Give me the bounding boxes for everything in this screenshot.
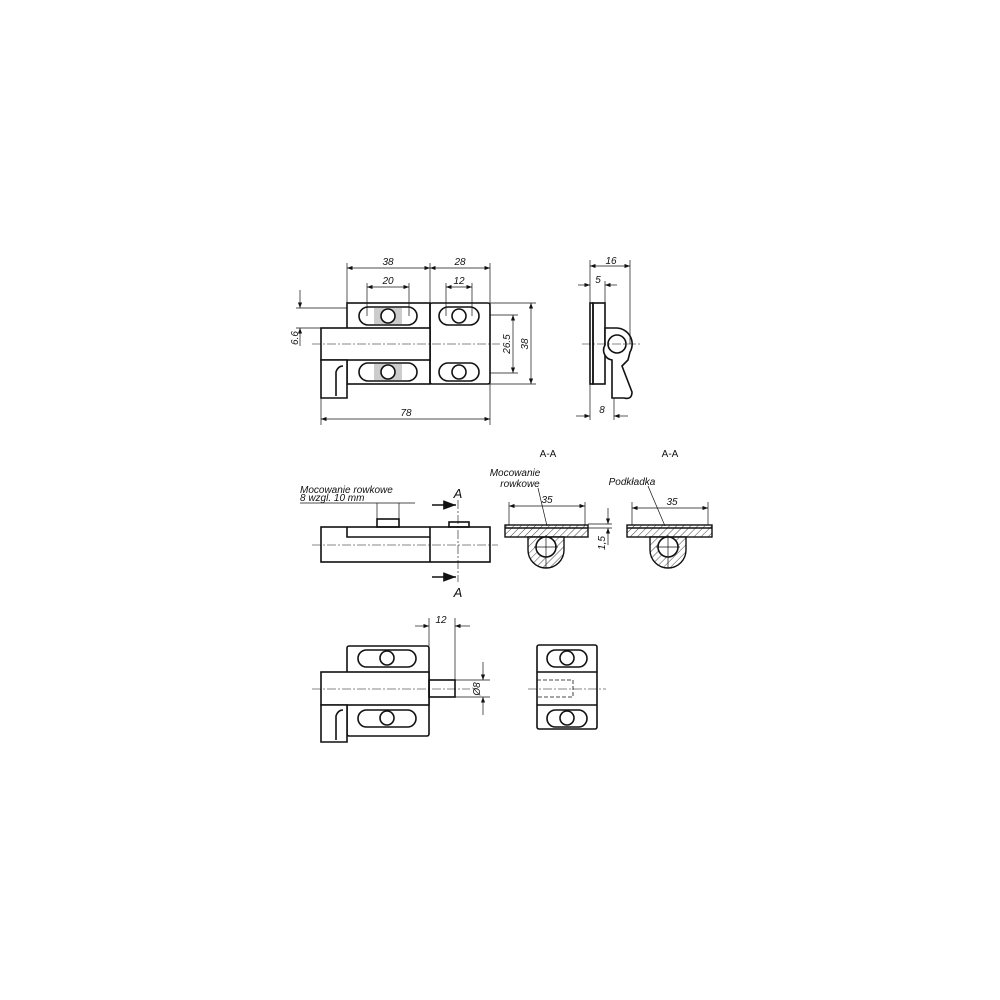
section-aa-1-thickness: 1,5	[597, 536, 608, 550]
dim-pin-diameter: Ø8	[472, 682, 483, 697]
section-aa-1: A-A Mocowanie rowkowe 35 1,5	[490, 449, 612, 569]
dim-38-height: 38	[520, 338, 531, 350]
hook-inner	[335, 365, 344, 396]
cut-label-bottom: A	[453, 585, 463, 600]
dim-28: 28	[453, 257, 466, 268]
top-view: 38 28 20 12 78 26.5 38 6.6	[290, 257, 536, 425]
section-aa-2-width: 35	[666, 497, 678, 508]
dim-6-6: 6.6	[290, 331, 301, 345]
slots	[358, 306, 480, 382]
dim-38-left: 38	[382, 257, 394, 268]
dim-26-5: 26.5	[502, 334, 513, 355]
dim-12-top: 12	[453, 276, 465, 287]
bottom-view: 12 Ø8	[312, 615, 490, 743]
dim-12-pin: 12	[435, 615, 447, 626]
section-aa-1-title: A-A	[540, 449, 557, 460]
section-aa-1-width: 35	[541, 495, 553, 506]
dim-20: 20	[381, 276, 394, 287]
dim-16: 16	[605, 256, 617, 267]
hook	[320, 359, 348, 399]
section-aa-2-label: Podkładka	[609, 477, 656, 488]
mounting-note-line2: 8 wzgl. 10 mm	[300, 493, 364, 504]
end-view	[528, 644, 606, 730]
dim-8: 8	[599, 405, 605, 416]
mounting-note-line1: Mocowanie rowkowe	[300, 485, 393, 496]
front-view: Mocowanie rowkowe 8 wzgl. 10 mm A A	[300, 485, 498, 600]
section-aa-2: A-A Podkładka 35	[609, 449, 713, 569]
cut-label-top: A	[453, 486, 463, 501]
section-aa-1-label-line1: Mocowanie	[490, 468, 541, 479]
dim-5: 5	[595, 275, 601, 286]
side-view: 16 5 8	[576, 256, 640, 420]
dim-78: 78	[400, 408, 412, 419]
section-aa-1-label-line2: rowkowe	[500, 479, 540, 490]
section-aa-2-title: A-A	[662, 449, 679, 460]
